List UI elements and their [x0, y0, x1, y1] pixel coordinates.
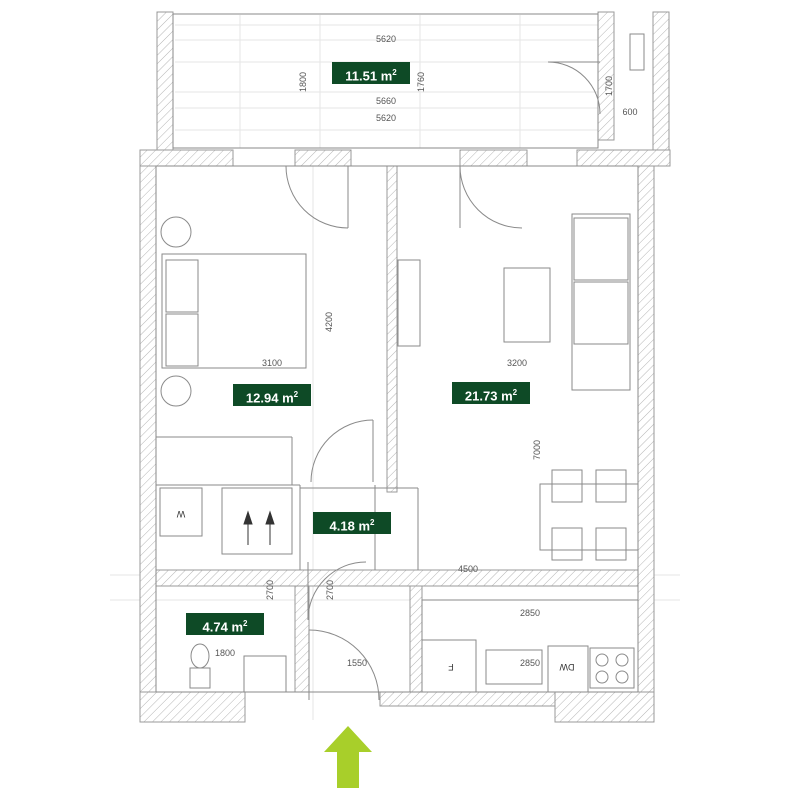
door-swings [285, 61, 601, 701]
dim-kitchen-counter: 2850 [520, 658, 540, 668]
area-bedroom: 12.94 m [245, 390, 294, 406]
dim-balcony-side-width: 600 [622, 107, 637, 117]
area-unit-sup: 2 [370, 518, 375, 527]
dim-balcony-width-mid: 5660 [376, 96, 396, 106]
dim-bedroom-depth: 4200 [324, 312, 334, 332]
dishwasher-label: DW [559, 662, 574, 672]
dim-balcony-width-top: 5620 [376, 34, 396, 44]
area-hall: 4.18 m [329, 518, 371, 534]
area-badge-bathroom: 4.74 m2 [186, 613, 264, 635]
dim-balcony-depth-left: 1800 [298, 72, 308, 92]
area-badge-balcony: 11.51 m2 [332, 62, 410, 84]
dim-hall-depth: 2700 [325, 580, 335, 600]
entrance-arrow-icon [324, 726, 372, 788]
area-unit-sup: 2 [243, 619, 248, 628]
dim-bedroom-width: 3100 [262, 358, 282, 368]
dim-bath-depth: 2700 [265, 580, 275, 600]
area-bathroom: 4.74 m [202, 619, 244, 635]
dim-balcony-side-depth: 1700 [604, 76, 614, 96]
area-balcony: 11.51 m [345, 68, 393, 84]
area-badge-hall: 4.18 m2 [313, 512, 391, 534]
walls [139, 11, 671, 723]
area-living: 21.73 m [464, 388, 513, 404]
fridge-label: F [448, 662, 454, 672]
area-badge-bedroom: 12.94 m2 [233, 384, 311, 406]
dim-balcony-depth-right: 1760 [416, 72, 426, 92]
dimension-labels: 5620 5660 5620 1800 1760 1700 600 3100 4… [215, 34, 638, 668]
area-badge-living: 21.73 m2 [452, 382, 530, 404]
area-unit-sup: 2 [293, 390, 299, 399]
dim-corridor-width: 4500 [458, 564, 478, 574]
dim-living-width: 3200 [507, 358, 527, 368]
furniture [159, 33, 645, 693]
dim-living-depth: 7000 [532, 440, 542, 460]
area-unit-sup: 2 [512, 388, 518, 397]
fixture-labels: W F DW [176, 509, 574, 672]
dim-balcony-width-bottom: 5620 [376, 113, 396, 123]
dim-kitchen-width: 2850 [520, 608, 540, 618]
wardrobe-arrows-icon [243, 510, 275, 545]
area-unit-sup: 2 [392, 68, 397, 77]
washer-label: W [176, 509, 185, 519]
dim-entry-width: 1550 [347, 658, 367, 668]
dim-bath-width: 1800 [215, 648, 235, 658]
